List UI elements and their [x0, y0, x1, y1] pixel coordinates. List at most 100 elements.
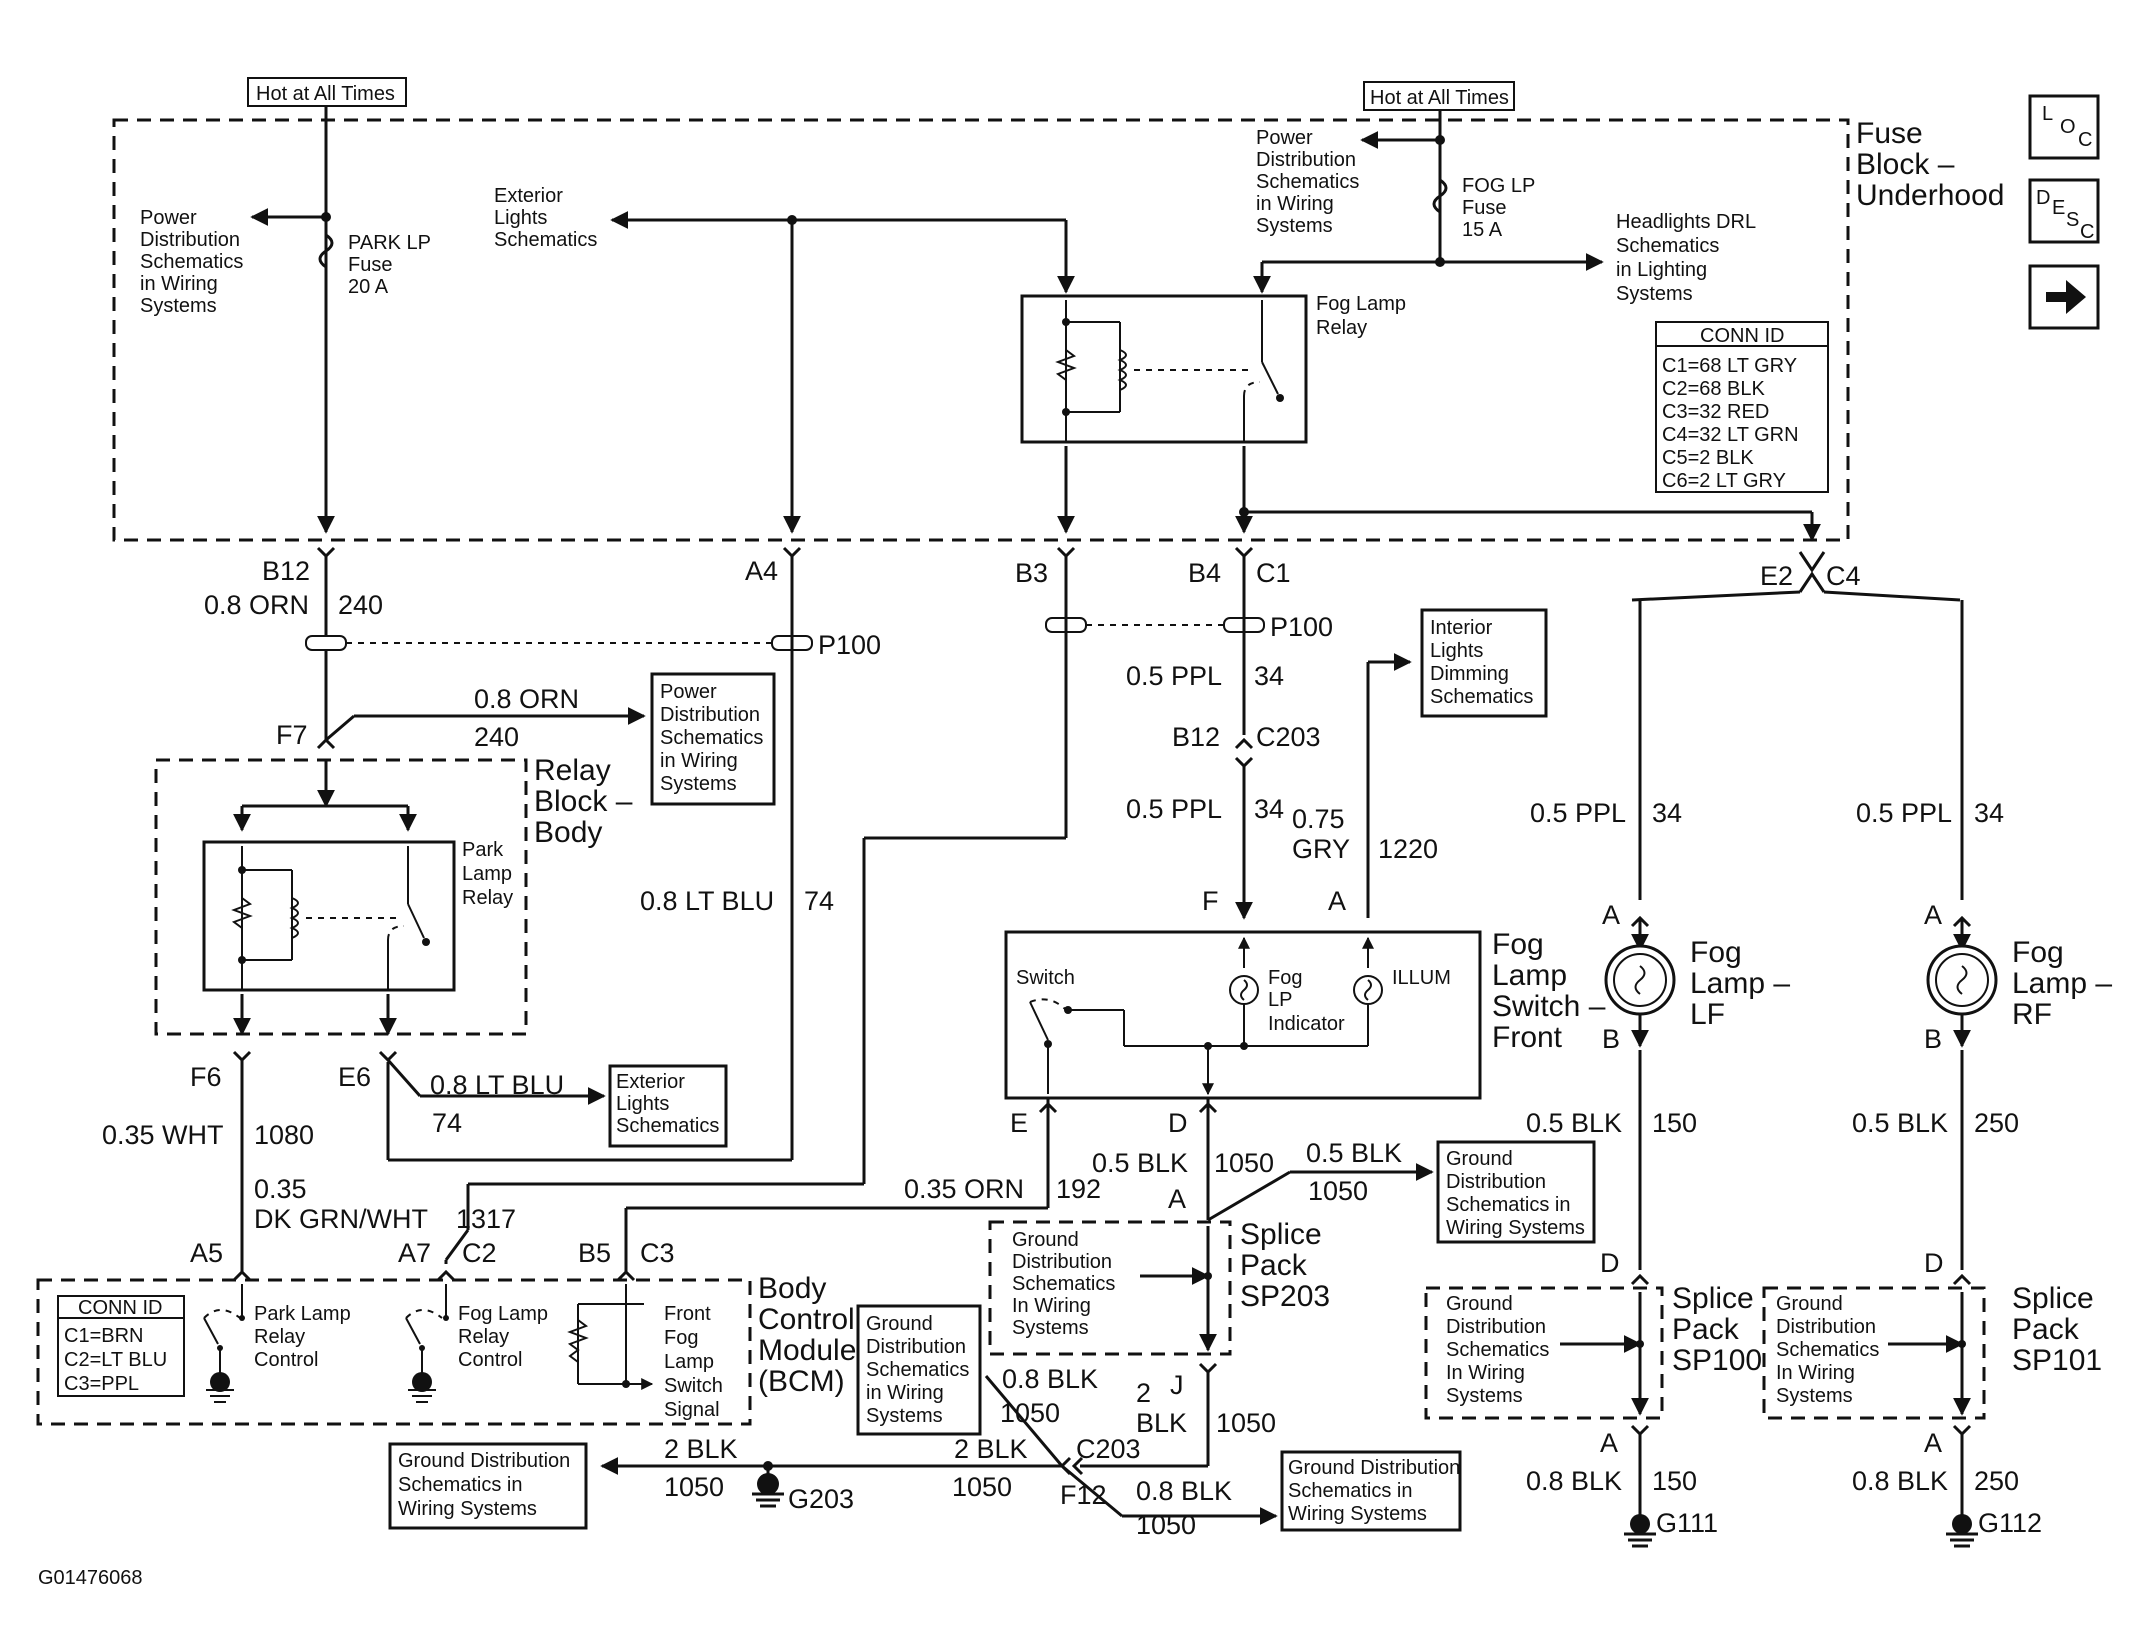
hot-at-all-times-left: Hot at All Times [247, 77, 407, 107]
svg-text:Splice: Splice [1240, 1218, 1322, 1251]
splice-pack-sp203-outline [988, 1220, 1232, 1356]
pd-schematics-top-right: Power Distribution Schematics in Wiring … [1256, 127, 1359, 237]
park-lamp-relay-box [202, 840, 456, 992]
bcm-pin-labels: A5 A7 C2 B5 C3 [190, 1238, 675, 1268]
svg-text:Lamp: Lamp [664, 1351, 714, 1373]
svg-text:Distribution: Distribution [1446, 1171, 1546, 1193]
svg-text:LF: LF [1690, 998, 1725, 1031]
svg-text:Fog: Fog [664, 1327, 698, 1349]
wire-240b-circuit: 240 [474, 722, 519, 752]
svg-text:Relay: Relay [458, 1326, 509, 1348]
svg-text:FOG LP: FOG LP [1462, 175, 1535, 197]
svg-text:Ground: Ground [1776, 1293, 1843, 1315]
svg-text:B4: B4 [1188, 558, 1221, 588]
wire-192-gauge: 0.35 ORN [904, 1174, 1024, 1204]
wire-2blk-j-gauge: 2 [1136, 1378, 1151, 1408]
svg-text:Schematics: Schematics [1256, 171, 1359, 193]
interior-lights-dimming-box: Interior Lights Dimming Schematics [1420, 608, 1548, 718]
rf-wire-250-gauge: 0.5 BLK [1852, 1108, 1948, 1138]
svg-text:Schematics: Schematics [660, 727, 763, 749]
svg-text:Distribution: Distribution [1012, 1251, 1112, 1273]
lf-wire-150-gauge: 0.5 BLK [1526, 1108, 1622, 1138]
svg-text:SP203: SP203 [1240, 1280, 1330, 1313]
svg-text:C1=BRN: C1=BRN [64, 1325, 143, 1347]
svg-text:Headlights DRL: Headlights DRL [1616, 211, 1756, 233]
wire-1317-circuit: 1317 [456, 1204, 516, 1234]
svg-text:Systems: Systems [140, 295, 217, 317]
loc-icon[interactable]: LOC [2028, 94, 2100, 160]
svg-text:A: A [1924, 900, 1942, 930]
svg-text:Systems: Systems [1776, 1385, 1853, 1407]
svg-text:B3: B3 [1015, 558, 1048, 588]
gd-bcm-right-box: Ground Distribution Schematics in Wiring… [856, 1304, 982, 1436]
svg-text:E: E [2052, 197, 2065, 219]
svg-text:Distribution: Distribution [866, 1336, 966, 1358]
sp101-a-label: A [1924, 1428, 1942, 1458]
svg-text:Fog: Fog [2012, 936, 2064, 969]
svg-text:Lamp –: Lamp – [2012, 967, 2112, 1000]
gd-bottom-left-box: Ground Distribution Schematics in Wiring… [388, 1442, 588, 1530]
sp101-gd-label: Ground Distribution Schematics In Wiring… [1776, 1293, 1879, 1407]
svg-text:C2=LT BLU: C2=LT BLU [64, 1349, 167, 1371]
wire-2blk-mid-gauge: 2 BLK [954, 1434, 1028, 1464]
fog-lamp-rf: A B Fog Lamp – RF [1924, 900, 2112, 1054]
relay-block-body-label: Relay Block – Body [534, 754, 633, 849]
arrow-right-icon[interactable] [2028, 264, 2100, 330]
svg-text:Switch –: Switch – [1492, 990, 1606, 1023]
svg-text:Control: Control [458, 1349, 522, 1371]
wire-240-circuit: 240 [338, 590, 383, 620]
wire-34-top-circuit: 34 [1254, 661, 1284, 691]
svg-text:Distribution: Distribution [1776, 1316, 1876, 1338]
pd-schematics-mid-box: Power Distribution Schematics in Wiring … [650, 672, 776, 806]
rf-wire-250b-circuit: 250 [1974, 1466, 2019, 1496]
svg-text:Distribution: Distribution [660, 704, 760, 726]
svg-text:D: D [2036, 187, 2050, 209]
svg-text:Distribution: Distribution [140, 229, 240, 251]
svg-text:P100: P100 [818, 630, 881, 660]
svg-text:Schematics: Schematics [494, 229, 597, 251]
svg-text:Schematics: Schematics [1430, 686, 1533, 708]
lf-wire-150-circuit: 150 [1652, 1108, 1697, 1138]
wire-1220-circuit: 1220 [1378, 834, 1438, 864]
svg-text:C4=32 LT GRN: C4=32 LT GRN [1662, 424, 1799, 446]
sp203-a-label: A [1168, 1184, 1186, 1214]
svg-text:Schematics in: Schematics in [1446, 1194, 1571, 1216]
p100-right-connector: P100 [1045, 612, 1333, 642]
svg-text:L: L [2042, 103, 2053, 125]
park-lp-fuse-symbol [318, 233, 334, 269]
fog-lp-indicator-label: Fog LP Indicator [1268, 967, 1345, 1035]
wire-192-circuit: 192 [1056, 1174, 1101, 1204]
svg-text:Schematics: Schematics [866, 1359, 969, 1381]
svg-text:G111: G111 [1656, 1508, 1718, 1538]
svg-text:Underhood: Underhood [1856, 179, 2004, 212]
wire-34-mid-gauge: 0.5 PPL [1126, 794, 1222, 824]
hot-at-all-times-right: Hot at All Times [1363, 81, 1515, 111]
svg-text:Ground: Ground [1012, 1229, 1079, 1251]
park-lp-fuse-label: PARK LP Fuse 20 A [348, 232, 431, 298]
svg-text:A: A [1328, 886, 1346, 916]
wire-1220-gauge: 0.75 [1292, 804, 1345, 834]
g203-ground: G203 [752, 1461, 854, 1514]
svg-text:Systems: Systems [866, 1405, 943, 1427]
svg-text:Exterior: Exterior [494, 185, 563, 207]
svg-text:in Lighting: in Lighting [1616, 259, 1707, 281]
svg-text:Block –: Block – [1856, 148, 1955, 181]
svg-text:Lights: Lights [494, 207, 547, 229]
bcm-park-relay-control: Park Lamp Relay Control [203, 1284, 351, 1403]
gd-right-sp203-box: Ground Distribution Schematics in Wiring… [1436, 1140, 1596, 1244]
svg-text:Park: Park [462, 839, 504, 861]
svg-text:B12: B12 [262, 556, 310, 586]
bcm-fog-relay-control: Fog Lamp Relay Control [405, 1284, 548, 1403]
svg-text:Pack: Pack [2012, 1313, 2080, 1346]
relay-block-body-outline [154, 758, 528, 1036]
fuse-block-terminal-labels: B12 A4 B3 B4 C1 E2 C4 [262, 556, 1861, 591]
wire-74b-gauge: 0.8 LT BLU [430, 1070, 564, 1100]
svg-text:20 A: 20 A [348, 276, 389, 298]
rf-wire-top-circuit: 34 [1974, 798, 2004, 828]
wire-1080-circuit: 1080 [254, 1120, 314, 1150]
svg-text:Ground Distribution: Ground Distribution [398, 1450, 570, 1472]
wire-2blk-left-gauge: 2 BLK [664, 1434, 738, 1464]
svg-text:Wiring Systems: Wiring Systems [1288, 1503, 1427, 1525]
